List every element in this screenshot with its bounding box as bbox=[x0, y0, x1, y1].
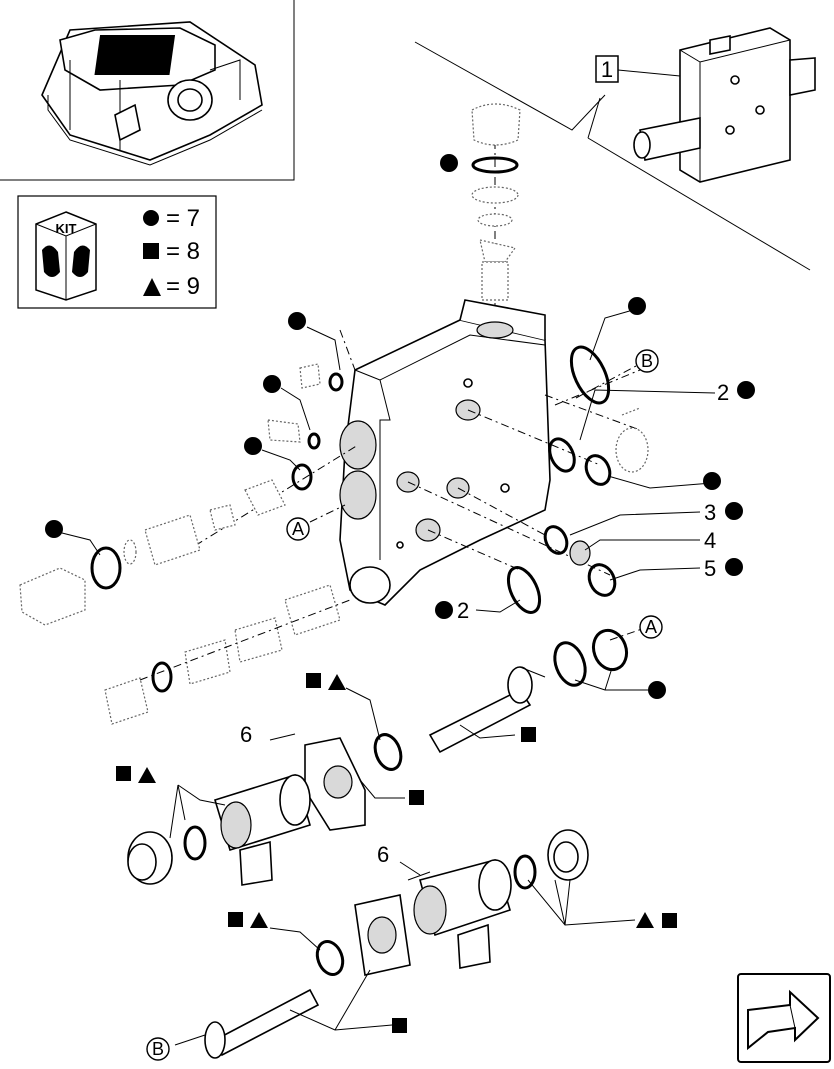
upper-actuator bbox=[127, 733, 366, 886]
ref-2-label: 2 bbox=[717, 380, 729, 405]
ref-1-label: 1 bbox=[601, 57, 613, 82]
ref-6-label: 6 bbox=[240, 722, 252, 747]
kit-9-marker bbox=[636, 912, 654, 928]
kit-legend: KIT = 7 = 8 = 9 bbox=[17, 195, 217, 309]
legend-square-text: = 8 bbox=[166, 238, 200, 265]
lower-actuator bbox=[315, 829, 589, 976]
kit-9-marker bbox=[250, 912, 268, 928]
kit-8-marker bbox=[409, 790, 424, 805]
left-side-parts bbox=[19, 363, 344, 626]
kit-7-marker bbox=[440, 154, 458, 172]
svg-text:B: B bbox=[152, 1039, 164, 1059]
kit-9-marker bbox=[328, 674, 346, 690]
legend-circle-text: = 7 bbox=[166, 205, 200, 232]
next-page-button[interactable] bbox=[737, 973, 831, 1063]
kit-7-marker bbox=[45, 520, 63, 538]
kit-7-marker bbox=[628, 297, 646, 315]
valve-body bbox=[339, 299, 551, 606]
svg-text:B: B bbox=[641, 351, 653, 371]
circle-a-marker bbox=[286, 517, 310, 541]
legend-circle-symbol bbox=[143, 210, 159, 226]
ref-2-label: 2 bbox=[457, 598, 469, 623]
kit-8-marker bbox=[116, 766, 131, 781]
lower-spool-parts bbox=[104, 584, 351, 725]
ref-6-label: 6 bbox=[377, 842, 389, 867]
kit-7-marker bbox=[435, 601, 453, 619]
kit-8-marker bbox=[306, 673, 321, 688]
kit-7-marker bbox=[648, 681, 666, 699]
valve-assembly-drawing bbox=[633, 27, 816, 183]
circle-a-marker bbox=[639, 615, 663, 639]
top-plug-stack bbox=[440, 103, 521, 320]
circle-b-marker bbox=[146, 1037, 170, 1061]
ref-4-label: 4 bbox=[704, 528, 716, 553]
kit-7-marker bbox=[288, 312, 306, 330]
legend-triangle-symbol bbox=[143, 278, 161, 296]
kit-9-marker bbox=[138, 767, 156, 783]
kit-8-marker bbox=[392, 1018, 407, 1033]
kit-box-icon: KIT bbox=[35, 211, 97, 301]
legend-square-symbol bbox=[143, 243, 159, 259]
svg-text:A: A bbox=[645, 617, 657, 637]
kit-7-marker bbox=[737, 381, 755, 399]
kit-7-marker bbox=[725, 502, 743, 520]
callout-markers: 2 3 4 5 2 6 6 A A B B bbox=[45, 297, 755, 1061]
ref-1-box bbox=[595, 55, 619, 83]
kit-8-marker bbox=[662, 913, 677, 928]
ref-3-label: 3 bbox=[704, 500, 716, 525]
spool-a bbox=[373, 627, 646, 771]
next-page-arrow-icon bbox=[747, 989, 820, 1051]
kit-7-marker bbox=[703, 472, 721, 490]
svg-text:A: A bbox=[292, 519, 304, 539]
kit-8-marker bbox=[521, 727, 536, 742]
legend-triangle-text: = 9 bbox=[166, 273, 200, 300]
leader-lines bbox=[61, 309, 716, 1031]
housing-overview-drawing bbox=[41, 21, 263, 166]
kit-label: KIT bbox=[56, 221, 77, 236]
kit-8-marker bbox=[228, 912, 243, 927]
spool-b bbox=[174, 988, 320, 1059]
kit-7-marker bbox=[244, 437, 262, 455]
kit-7-marker bbox=[263, 375, 281, 393]
circle-b-marker bbox=[635, 349, 659, 373]
kit-7-marker bbox=[725, 558, 743, 576]
right-side-seals bbox=[506, 345, 649, 614]
ref-5-label: 5 bbox=[704, 556, 716, 581]
overview-inset bbox=[0, 0, 295, 181]
assembly-reference: 1 bbox=[414, 27, 816, 271]
